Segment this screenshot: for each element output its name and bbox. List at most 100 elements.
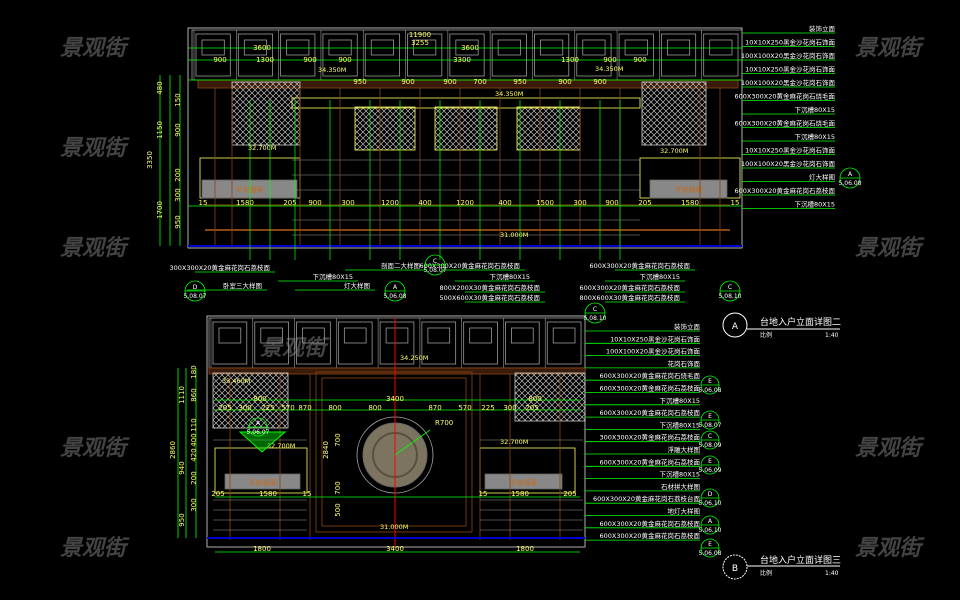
lattice-fret: [455, 39, 479, 56]
detail-b-scale: 1:40: [825, 570, 839, 577]
watermark-text: 景观街: [60, 536, 130, 561]
lattice-fret: [582, 39, 606, 56]
material-callout: 600X300X20黄金麻花岗石荔枝面: [600, 531, 701, 540]
dimension-text: 870: [428, 404, 441, 412]
reference-letter: E: [708, 413, 712, 420]
detail-reference-marker: C5.08.07: [424, 254, 447, 276]
planter-left: [214, 447, 308, 494]
lattice-fret: [469, 327, 492, 344]
dimension-text: 950: [174, 215, 182, 228]
lattice-panel: [296, 321, 331, 365]
lattice-fret: [260, 327, 283, 344]
lattice-panel: [505, 321, 540, 365]
dimension-text: 950: [353, 78, 366, 86]
lattice-fret: [427, 327, 451, 344]
dimension-text: 2860: [169, 441, 177, 459]
dimension-text: 3400: [386, 395, 404, 403]
lattice-panel: [364, 33, 400, 77]
dimension-text: 15: [479, 490, 488, 498]
dimension-text: 420: [190, 448, 198, 461]
reference-sheet: 5.08.07: [184, 293, 207, 300]
dimension-text: 900: [593, 78, 606, 86]
lattice-fret: [243, 39, 268, 56]
elevation-marker: 34.350M: [495, 90, 523, 98]
detail-reference-marker: E5.06.08: [699, 538, 722, 558]
material-callout: 300X300X20黄金麻花岗石荔枝面: [170, 263, 271, 272]
dimension-text: 570: [281, 404, 294, 412]
material-callout: 卧室三大样图: [223, 281, 262, 290]
cornice-band: [208, 367, 586, 375]
lattice-fret: [343, 327, 367, 344]
dimension-text: 1200: [381, 199, 399, 207]
material-callout: 10X10X250黑金沙花岗石饰面: [610, 334, 700, 343]
material-callout: 600X300X20黄金麻花岗石烧毛面: [735, 92, 836, 101]
mesh-panel-center: [516, 106, 581, 151]
lattice-panel: [237, 33, 274, 77]
material-callout: 600X300X20黄金麻花岗石荔枝面: [590, 261, 691, 270]
lattice-fret: [328, 39, 352, 56]
dimension-text: 400: [190, 433, 198, 446]
dimension-text: 300: [503, 404, 516, 412]
detail-b-title: 台地入户立面详图三: [760, 554, 841, 566]
watermark-text: 景观街: [855, 36, 925, 61]
elevation-marker: 32.700M: [248, 144, 276, 152]
material-callout: 10X10X250黑金沙花岗石饰面: [745, 38, 835, 47]
elevation-marker: 34.350M: [318, 66, 346, 74]
material-callout: 花岗石饰面: [668, 359, 701, 368]
material-callout: 装饰立面: [809, 24, 836, 33]
dimension-text: 870: [298, 404, 311, 412]
watermark-text: 景观街: [60, 436, 130, 461]
reference-sheet: 5.08.10: [719, 293, 742, 300]
mesh-panel-right: [514, 372, 586, 422]
lattice-fret: [497, 39, 521, 56]
dimension-text: 205: [563, 490, 576, 498]
material-callout: 10X10X250黑金沙花岗石饰面: [745, 65, 835, 74]
dimension-text: 225: [481, 404, 494, 412]
reference-sheet: 5.06.08: [699, 387, 722, 394]
material-callout: 下沉槽80X15: [795, 132, 836, 141]
lattice-fret: [385, 327, 409, 344]
material-callout: 灯大样图: [809, 173, 835, 182]
elevation-marker: 33.460M: [222, 377, 250, 385]
dimension-text: 1800: [253, 545, 271, 553]
dimension-text: 900: [605, 199, 618, 207]
section-marker: [238, 431, 287, 453]
lattice-panel: [337, 321, 373, 365]
dimension-text: 900: [213, 56, 226, 64]
dimension-text: 3400: [386, 545, 404, 553]
dimension-text: 225: [261, 404, 274, 412]
dimension-text: 950: [178, 513, 186, 526]
material-callout: 下沉槽80X15: [660, 420, 701, 429]
lattice-panel: [703, 33, 739, 77]
material-callout: 100X100X20黑金沙花岗石饰面: [741, 78, 835, 87]
dimension-text: 900: [174, 123, 182, 136]
material-callout: 800X200X30黄金麻花岗石荔枝面: [440, 283, 541, 292]
dimension-text: 205: [211, 490, 224, 498]
dimension-text: 900: [443, 78, 456, 86]
reference-sheet: 5.06.09: [699, 467, 722, 474]
lattice-panel: [449, 33, 485, 77]
radius-dimension: R700: [435, 419, 453, 427]
lattice-fret: [302, 327, 325, 344]
detail-reference-marker: C5.08.09: [699, 430, 722, 450]
arch-frame-inner: [321, 377, 467, 527]
dimension-text: 860: [190, 388, 198, 401]
reference-sheet: 5.06.10: [699, 500, 722, 507]
lattice-fret: [666, 39, 691, 56]
lattice-fret: [624, 39, 648, 56]
detail-reference-marker: C5.08.10: [719, 280, 742, 302]
elevation-marker: 32.700M: [267, 442, 295, 450]
material-callout: 600X300X20黄金麻花岗石荔枝面: [600, 457, 701, 466]
dimension-text: 1580: [681, 199, 699, 207]
name-plate: [224, 473, 301, 490]
reference-sheet: 5.08.07: [699, 422, 722, 429]
material-callout: 600X300X20黄金麻花岗石荔枝台面: [593, 494, 700, 503]
lattice-panel: [322, 33, 358, 77]
lattice-panel: [212, 321, 248, 365]
lattice-panel: [280, 33, 316, 77]
dimension-text: 205: [218, 404, 231, 412]
watermark-layer: 景观街景观街景观街景观街景观街景观街景观街景观街景观街景观街: [60, 36, 925, 561]
